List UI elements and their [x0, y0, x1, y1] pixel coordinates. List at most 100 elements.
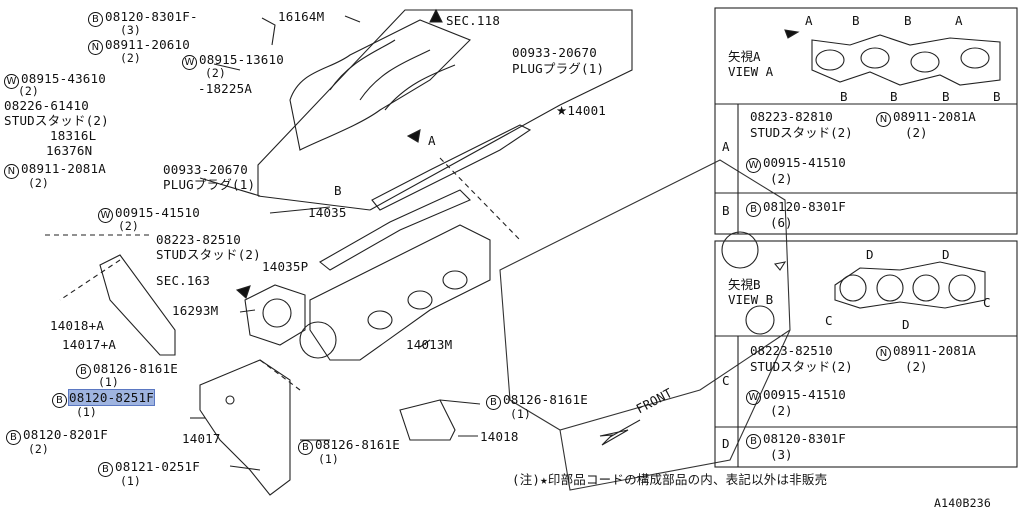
row-d-part-label: 08120-8301F [763, 431, 846, 446]
row-c-part-3-label: 00915-41510 [763, 387, 846, 402]
callout-label: 14001 [567, 103, 607, 118]
row-d-qty: (3) [770, 447, 793, 462]
callout-qty: (2) [18, 84, 39, 98]
row-a-qty-2: (2) [770, 171, 793, 186]
callout-14018-A[interactable]: 14018+A [50, 318, 105, 333]
row-key-d: D [722, 436, 730, 451]
callout-08223-82510[interactable]: 08223-82510 [156, 232, 241, 247]
callout-plug-top[interactable]: PLUGプラグ(1) [512, 61, 605, 76]
callout-14013M[interactable]: 14013M [406, 337, 453, 352]
callout-18225A[interactable]: -18225A [198, 81, 253, 96]
callout-qty: (1) [120, 474, 141, 488]
callout-qty: (1) [510, 407, 531, 421]
callout-14001[interactable]: ★14001 [556, 104, 606, 118]
badge-n-icon: N [876, 112, 891, 127]
row-c-part-2-label: 08911-2081A [893, 343, 976, 358]
view-a-title: 矢視A [728, 49, 761, 64]
row-a-part-3-label: 00915-41510 [763, 155, 846, 170]
gasket-letter: A [955, 13, 963, 28]
badge-w-icon: W [98, 208, 113, 223]
callout-16293M[interactable]: 16293M [172, 303, 219, 318]
callout-00933-20670-top[interactable]: 00933-20670 [512, 45, 597, 60]
callout-sec-118[interactable]: SEC.118 [446, 13, 501, 28]
row-a-part[interactable]: 08223-82810 [750, 109, 833, 124]
callout-label: 00915-41510 [115, 205, 200, 220]
badge-b-icon: B [486, 395, 501, 410]
callout-label-highlighted: 08120-8251F [68, 389, 155, 406]
gasket-letter: B [852, 13, 860, 28]
callout-label: 08126-8161E [503, 392, 588, 407]
callout-08226-61410[interactable]: 08226-61410 [4, 98, 89, 113]
callout-qty: (2) [205, 66, 226, 80]
row-c-qty: (2) [905, 359, 928, 374]
badge-n-icon: N [88, 40, 103, 55]
callout-label: 08121-0251F [115, 459, 200, 474]
callout-label: 08911-2081A [21, 161, 106, 176]
callout-label: 08915-43610 [21, 71, 106, 86]
gasket-letter: B [840, 89, 848, 104]
callout-label: 08120-8301F [105, 9, 190, 24]
badge-b-icon: B [98, 462, 113, 477]
row-a-stud: STUDスタッド(2) [750, 125, 853, 140]
callout-qty: (1) [76, 405, 97, 419]
row-c-part[interactable]: 08223-82510 [750, 343, 833, 358]
badge-w-icon: W [4, 74, 19, 89]
callout-16376N[interactable]: 16376N [46, 143, 93, 158]
callout-sec-163[interactable]: SEC.163 [156, 273, 211, 288]
footnote: (注)★印部品コードの構成部品の内、表記以外は非販売 [512, 472, 828, 487]
callout-14035P[interactable]: 14035P [262, 259, 309, 274]
gasket-letter: B [942, 89, 950, 104]
callout-16164M[interactable]: 16164M [278, 9, 325, 24]
callout-qty: (1) [98, 375, 119, 389]
badge-w-icon: W [746, 390, 761, 405]
callout-plug-mid[interactable]: PLUGプラグ(1) [163, 177, 256, 192]
callout-14017-A[interactable]: 14017+A [62, 337, 117, 352]
diagram-code: A140B236 [934, 496, 991, 510]
callout-stud-08226[interactable]: STUDスタッド(2) [4, 113, 109, 128]
callout-qty: (1) [318, 452, 339, 466]
badge-n-icon: N [4, 164, 19, 179]
callout-qty: (2) [118, 219, 139, 233]
callout-label: 18225A [205, 81, 253, 96]
row-c-stud: STUDスタッド(2) [750, 359, 853, 374]
gasket-letter: B [890, 89, 898, 104]
callout-14017[interactable]: 14017 [182, 431, 221, 446]
callout-label: 08120-8201F [23, 427, 108, 442]
callout-00933-20670-mid[interactable]: 00933-20670 [163, 162, 248, 177]
row-key-a: A [722, 139, 730, 154]
gasket-letter: B [904, 13, 912, 28]
badge-b-icon: B [746, 434, 761, 449]
row-key-b: B [722, 203, 730, 218]
callout-14018[interactable]: 14018 [480, 429, 519, 444]
badge-b-icon: B [746, 202, 761, 217]
row-c-qty-2: (2) [770, 403, 793, 418]
callout-label: 08126-8161E [315, 437, 400, 452]
row-key-c: C [722, 373, 730, 388]
callout-18316L[interactable]: 18316L [50, 128, 97, 143]
callout-qty: (2) [28, 176, 49, 190]
callout-14035[interactable]: 14035 [308, 205, 347, 220]
gasket-letter: C [983, 295, 991, 310]
view-b-marker: B [334, 183, 342, 198]
row-b-qty: (6) [770, 215, 793, 230]
callout-stud-08223[interactable]: STUDスタッド(2) [156, 247, 261, 262]
